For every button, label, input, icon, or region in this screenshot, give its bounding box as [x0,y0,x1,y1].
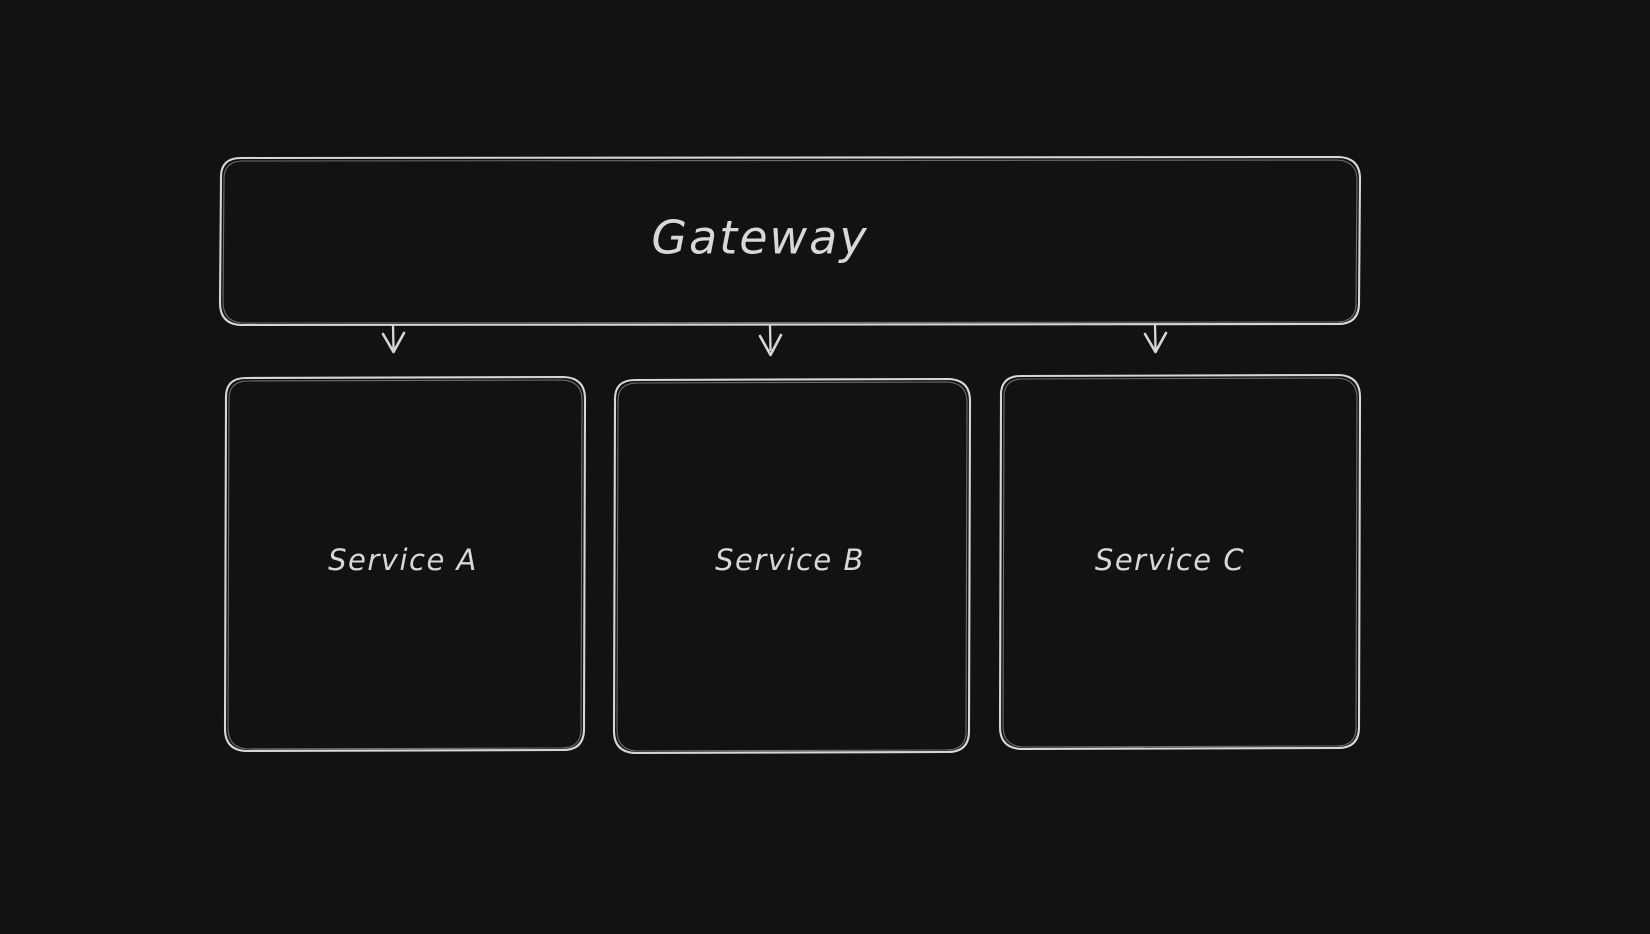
service-a-label: Service A [328,543,478,577]
gateway-box-sketch-pass [222,159,1358,324]
node-service-c[interactable]: Service C [998,373,1362,751]
node-service-a[interactable]: Service A [223,375,587,753]
edge-gateway-to-service-b-arrowhead [758,333,783,357]
edge-gateway-to-service-b-line [768,323,772,352]
service-c-label: Service C [1095,543,1245,577]
service-b-box-outline [612,377,972,755]
service-b-label: Service B [715,543,865,577]
service-a-box-sketch-pass [227,379,583,750]
edge-gateway-to-service-a-line [391,323,395,350]
edge-gateway-to-service-a-arrowhead [381,331,406,354]
service-b-box-sketch-pass [616,381,968,752]
edge-gateway-to-service-c[interactable] [1143,323,1168,354]
node-gateway[interactable]: Gateway [218,155,1362,327]
edge-gateway-to-service-c-line [1153,323,1157,350]
edge-gateway-to-service-a[interactable] [381,323,406,354]
gateway-box-outline [218,155,1362,327]
gateway-label: Gateway [651,211,868,265]
service-c-box-sketch-pass [1002,377,1358,748]
service-a-box-outline [223,375,587,753]
node-service-b[interactable]: Service B [612,377,972,755]
service-c-box-outline [998,373,1362,751]
edge-gateway-to-service-b[interactable] [758,323,783,357]
edge-gateway-to-service-c-arrowhead [1143,331,1168,354]
